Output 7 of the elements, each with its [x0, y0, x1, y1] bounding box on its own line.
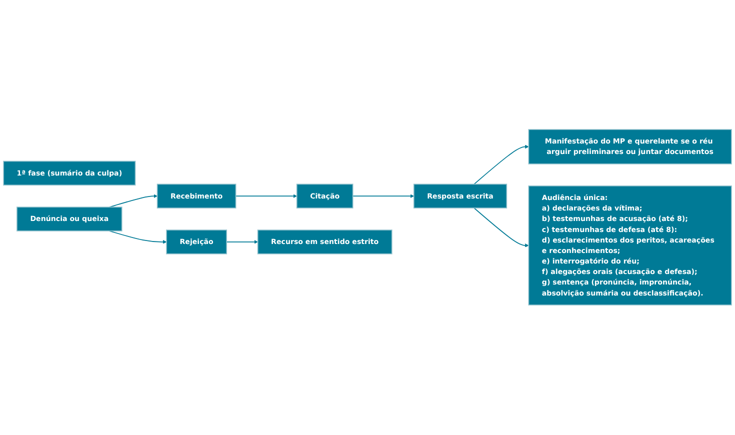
arrow [352, 194, 414, 198]
arrow [474, 208, 529, 248]
arrow [474, 145, 529, 185]
arrow [226, 240, 258, 244]
arrow [108, 230, 167, 244]
arrow [108, 194, 158, 208]
arrow [235, 194, 298, 198]
